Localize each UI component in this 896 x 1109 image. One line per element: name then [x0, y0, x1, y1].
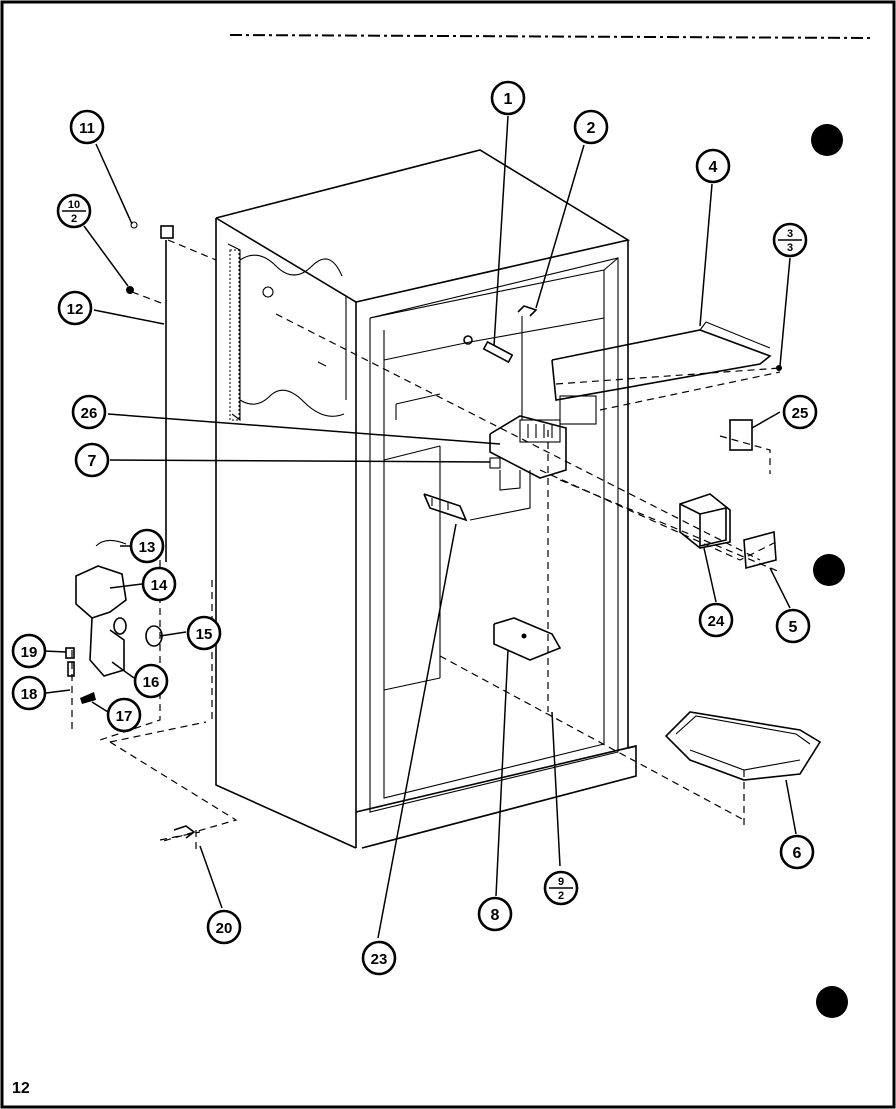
svg-text:18: 18	[21, 686, 38, 703]
callout-20: 20	[206, 909, 242, 945]
callout-9-2: 9 2	[543, 870, 579, 906]
svg-text:26: 26	[81, 405, 98, 422]
svg-text:2: 2	[558, 890, 564, 902]
callout-6: 6	[779, 834, 815, 870]
svg-text:23: 23	[371, 951, 388, 968]
svg-text:24: 24	[708, 613, 725, 630]
callout-17: 17	[106, 697, 142, 733]
svg-text:9: 9	[558, 876, 564, 888]
callout-15: 15	[186, 615, 222, 651]
registration-dot-bottom	[816, 986, 848, 1018]
svg-text:2: 2	[71, 213, 77, 225]
svg-text:3: 3	[787, 242, 793, 254]
callout-12: 12	[57, 290, 93, 326]
air-duct-box	[679, 493, 731, 549]
svg-text:15: 15	[196, 626, 213, 643]
callout-16: 16	[133, 663, 169, 699]
svg-text:11: 11	[79, 120, 95, 137]
page-number: 12	[12, 1080, 30, 1097]
svg-text:25: 25	[792, 405, 809, 422]
callout-23: 23	[361, 940, 397, 976]
callout-4: 4	[695, 148, 731, 184]
svg-text:12: 12	[67, 301, 84, 318]
bracket-and-pin	[463, 305, 538, 420]
callout-3-3: 3 3	[772, 222, 808, 258]
callout-8: 8	[477, 896, 513, 932]
svg-text:8: 8	[491, 907, 500, 924]
lower-bracket	[493, 617, 562, 661]
callout-18: 18	[11, 675, 47, 711]
damper-control-assembly	[65, 539, 163, 704]
callout-13: 13	[129, 528, 165, 564]
label-plate	[729, 419, 753, 451]
terminal-strip	[423, 493, 468, 522]
duct-cover	[743, 530, 777, 570]
dashed-connector-lines	[71, 239, 781, 850]
callout-26: 26	[71, 394, 107, 430]
callout-25: 25	[782, 394, 818, 430]
svg-text:16: 16	[143, 674, 160, 691]
control-housing	[469, 395, 597, 521]
top-scan-edge	[229, 34, 871, 39]
svg-text:20: 20	[216, 920, 233, 937]
callout-5: 5	[775, 608, 811, 644]
registration-dot-middle	[813, 554, 845, 586]
callout-14: 14	[141, 566, 177, 602]
svg-text:17: 17	[116, 708, 133, 725]
screw-part	[159, 825, 201, 841]
callout-2: 2	[573, 109, 609, 145]
svg-text:7: 7	[88, 453, 97, 470]
refrigerator-cabinet	[215, 149, 637, 849]
svg-text:5: 5	[789, 619, 798, 636]
svg-text:14: 14	[151, 577, 168, 594]
callout-24: 24	[698, 602, 734, 638]
callout-10-2: 10 2	[56, 193, 92, 229]
tube-rod-part	[126, 221, 174, 562]
crisper-tray	[664, 711, 822, 781]
svg-text:10: 10	[68, 199, 80, 211]
svg-text:4: 4	[709, 159, 718, 176]
callout-1: 1	[490, 80, 526, 116]
callout-11: 11	[69, 109, 105, 145]
svg-text:6: 6	[793, 845, 802, 862]
leader-lines	[43, 115, 797, 939]
registration-dot-top	[811, 124, 843, 156]
svg-text:1: 1	[504, 91, 513, 108]
top-cover-plate	[551, 321, 782, 401]
svg-text:13: 13	[139, 539, 156, 556]
svg-text:3: 3	[787, 228, 793, 240]
callout-7: 7	[74, 442, 110, 478]
callout-19: 19	[11, 633, 47, 669]
svg-text:2: 2	[587, 120, 596, 137]
svg-text:19: 19	[21, 644, 38, 661]
